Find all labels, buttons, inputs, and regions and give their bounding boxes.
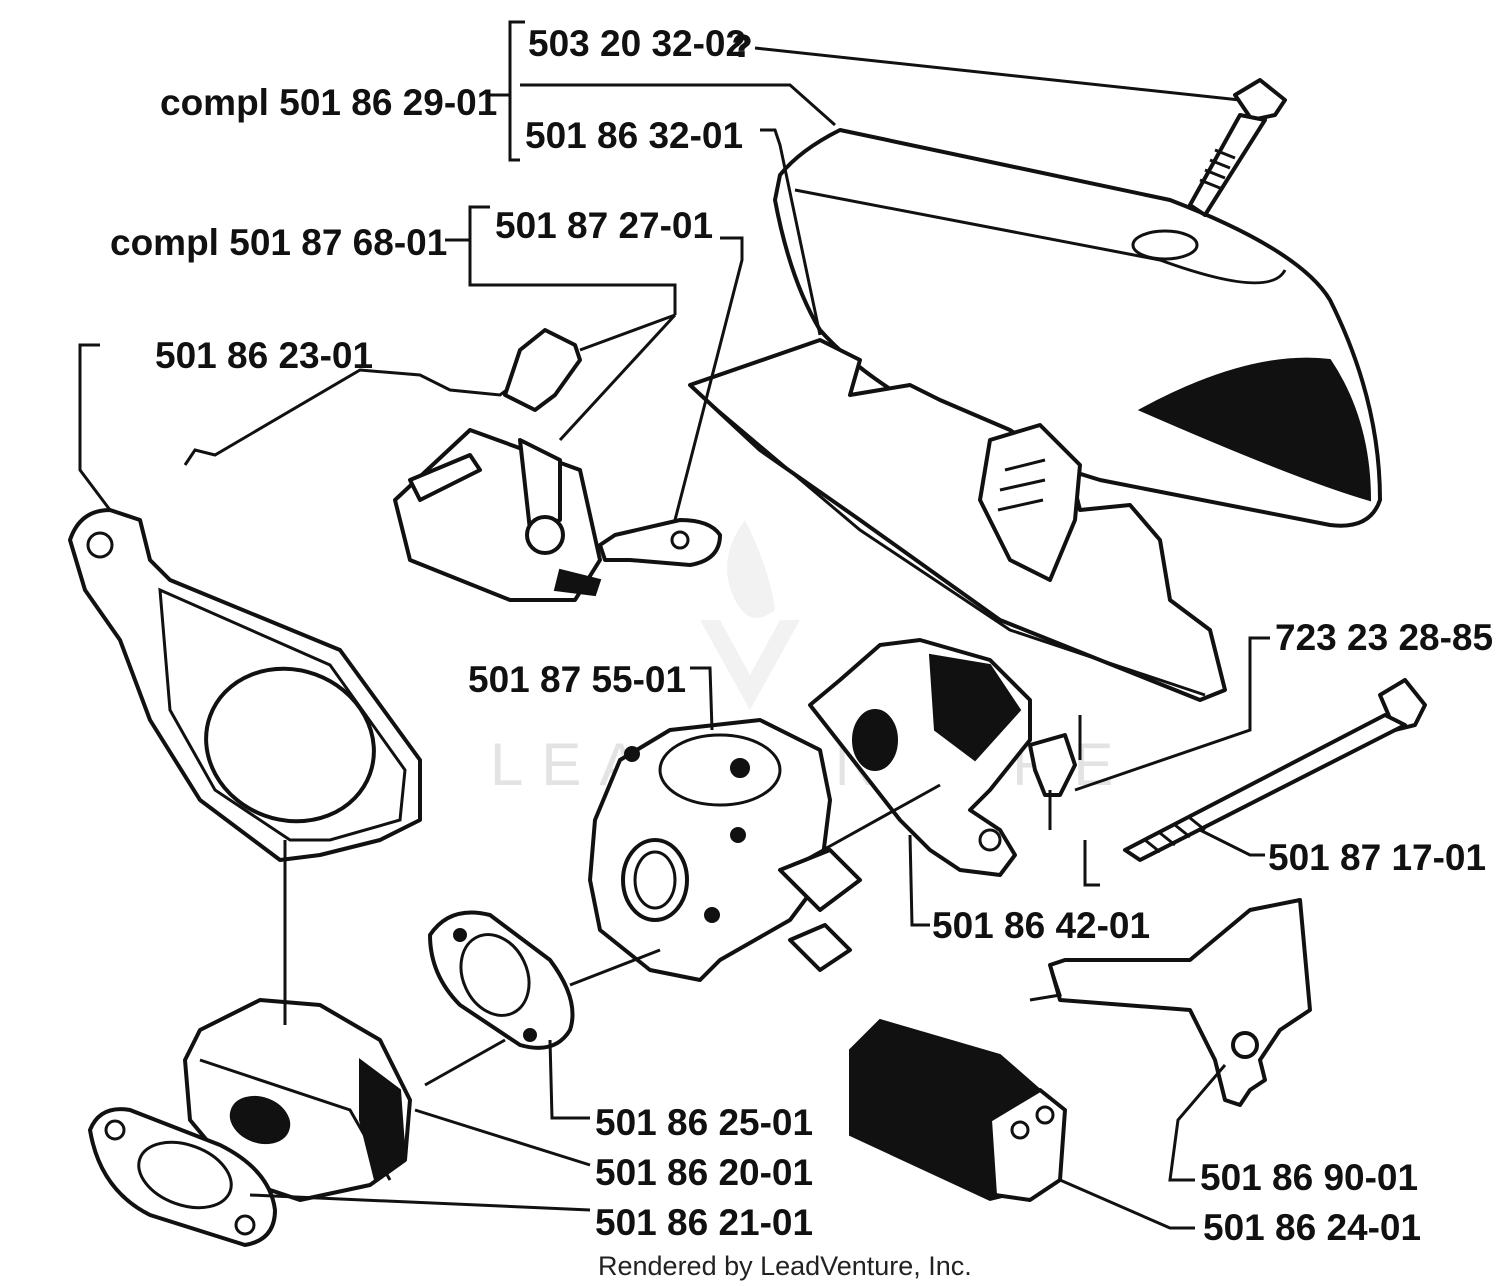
intake-adapter-drawing [183, 998, 412, 1202]
leader-lines [78, 20, 1270, 1230]
part-label-bolt: 723 23 28-85 [1275, 617, 1493, 658]
part-label-intake-adapter: 501 86 20-01 [595, 1152, 813, 1193]
part-label-throttle-link: 501 87 27-01 [495, 205, 713, 246]
part-label-long-bolt: 501 87 17-01 [1268, 837, 1486, 878]
intake-block-drawing [808, 638, 1032, 877]
small-lever-drawing [598, 518, 722, 567]
wire-rod-drawing [183, 328, 582, 466]
part-label-cover-assembly: compl 501 86 29-01 [160, 82, 497, 123]
bolt-drawing [1028, 733, 1077, 797]
part-label-gasket-small: 501 86 25-01 [595, 1102, 813, 1143]
part-label-intake-block: 501 86 42-01 [932, 905, 1150, 946]
question-mark-icon: ? [733, 30, 751, 63]
part-label-wire-rod: 501 86 23-01 [155, 335, 373, 376]
housing-drawing [68, 508, 422, 862]
part-label-air-filter-cover: 501 86 32-01 [525, 115, 743, 156]
watermark-logo [700, 520, 800, 710]
part-label-filter-element: 501 86 24-01 [1203, 1207, 1421, 1248]
part-label-choke-lever: 501 86 90-01 [1200, 1157, 1418, 1198]
part-label-carburetor: 501 87 55-01 [468, 659, 686, 700]
air-filter-cover-drawing [773, 128, 1382, 528]
filter-element-drawing [849, 1018, 1067, 1202]
filter-base-drawing [688, 338, 1227, 702]
choke-lever-drawing [1029, 898, 1312, 1107]
large-gasket-drawing [88, 1107, 277, 1247]
part-label-gasket-large: 501 86 21-01 [595, 1202, 813, 1243]
screw-drawing [1188, 78, 1287, 217]
carburetor-drawing [588, 718, 862, 982]
credit-text: Rendered by LeadVenture, Inc. [598, 1251, 972, 1281]
part-label-screw-cover: 503 20 32-02 [528, 23, 746, 64]
part-label-throttle-assembly: compl 501 87 68-01 [110, 222, 447, 263]
long-bolt-drawing [1123, 678, 1427, 862]
throttle-bracket-drawing [393, 428, 602, 602]
small-gasket-drawing [428, 910, 575, 1050]
